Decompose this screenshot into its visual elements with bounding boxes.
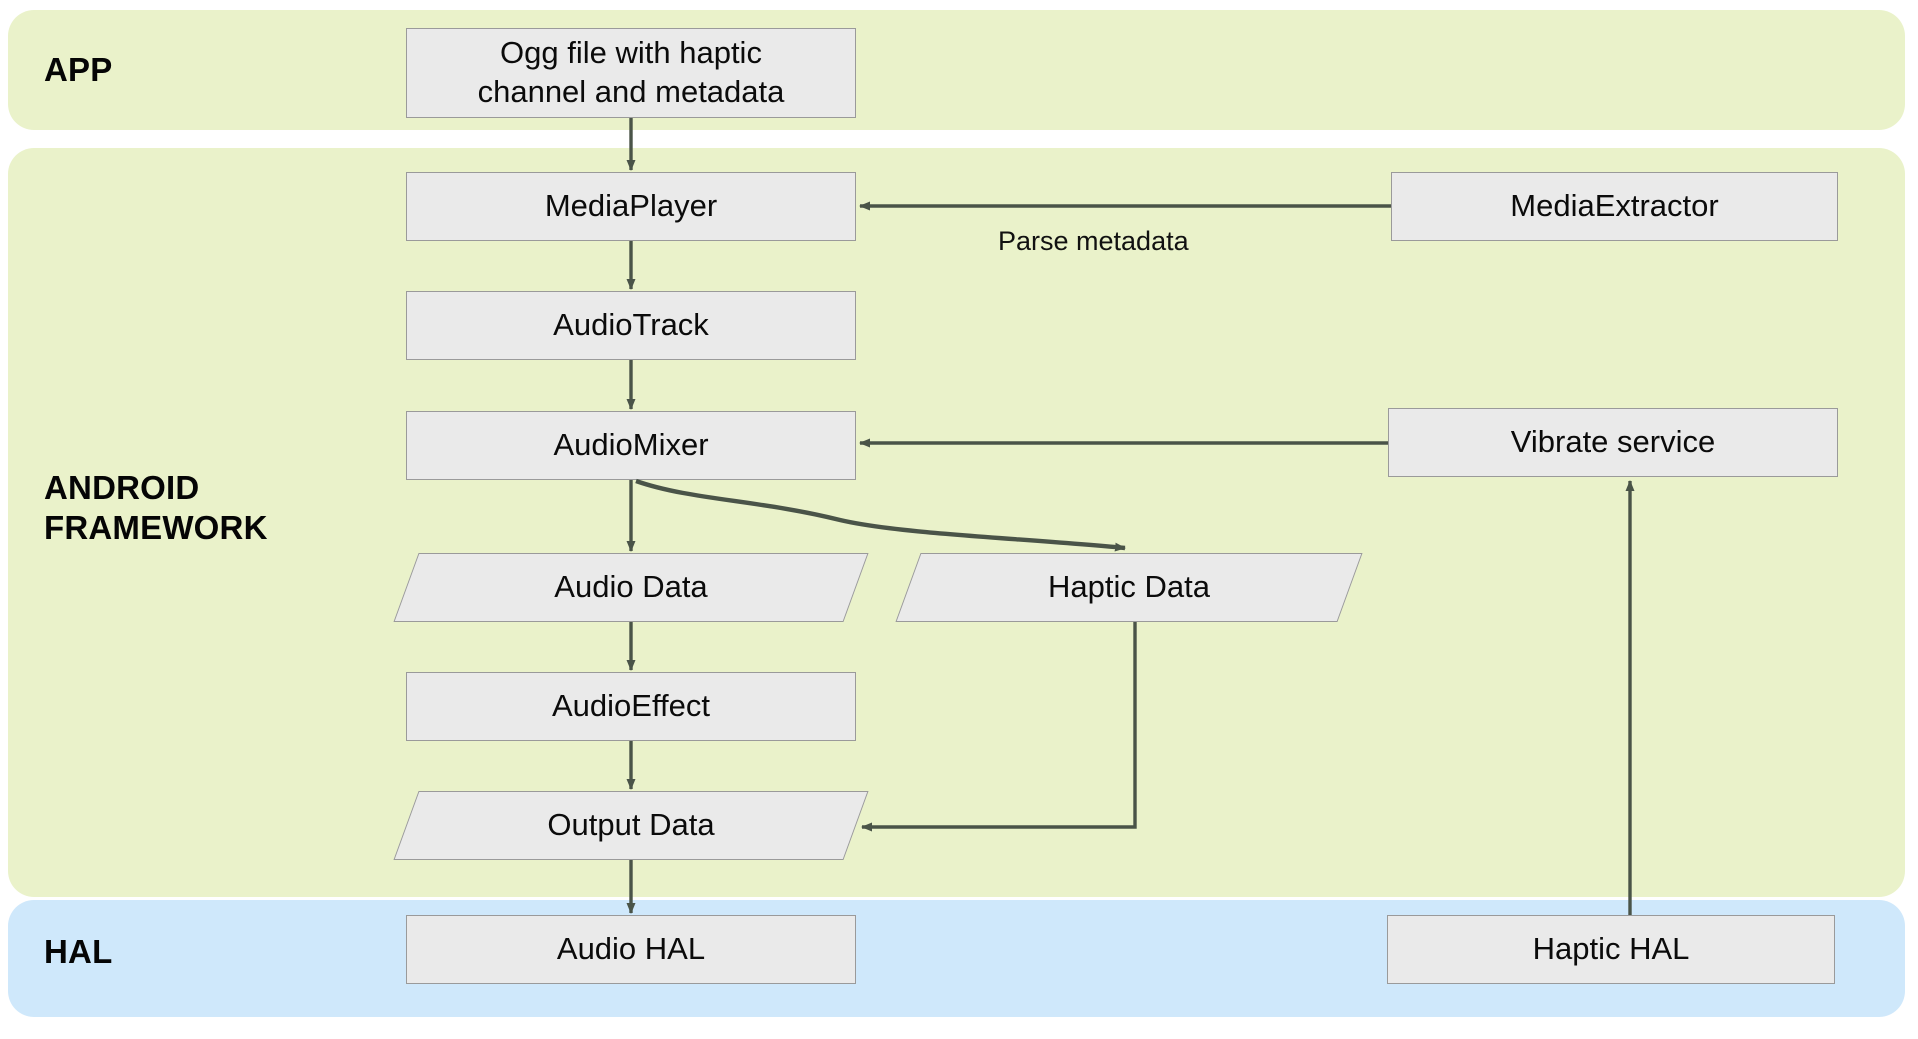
node-haptic-data-label: Haptic Data [1048,569,1210,605]
layer-label-hal: HAL [44,933,113,970]
node-audio-hal[interactable]: Audio HAL [406,915,856,984]
node-audiotrack[interactable]: AudioTrack [406,291,856,360]
layer-band-app [8,10,1905,130]
layer-label-framework: ANDROID FRAMEWORK [44,469,268,547]
layer-band-framework [8,148,1905,897]
node-output-data-label: Output Data [547,807,715,843]
node-audioeffect[interactable]: AudioEffect [406,672,856,741]
node-output-data[interactable]: Output Data [393,791,869,860]
node-ogg-file[interactable]: Ogg file with haptic channel and metadat… [406,28,856,118]
node-haptic-hal[interactable]: Haptic HAL [1387,915,1835,984]
node-audio-data[interactable]: Audio Data [393,553,869,622]
node-mediaextractor[interactable]: MediaExtractor [1391,172,1838,241]
layer-label-app: APP [44,51,113,88]
node-audio-data-label: Audio Data [554,569,708,605]
node-vibrate-service[interactable]: Vibrate service [1388,408,1838,477]
node-mediaplayer[interactable]: MediaPlayer [406,172,856,241]
edge-label-parse-metadata: Parse metadata [998,226,1189,256]
node-haptic-data[interactable]: Haptic Data [895,553,1363,622]
node-audiomixer[interactable]: AudioMixer [406,411,856,480]
